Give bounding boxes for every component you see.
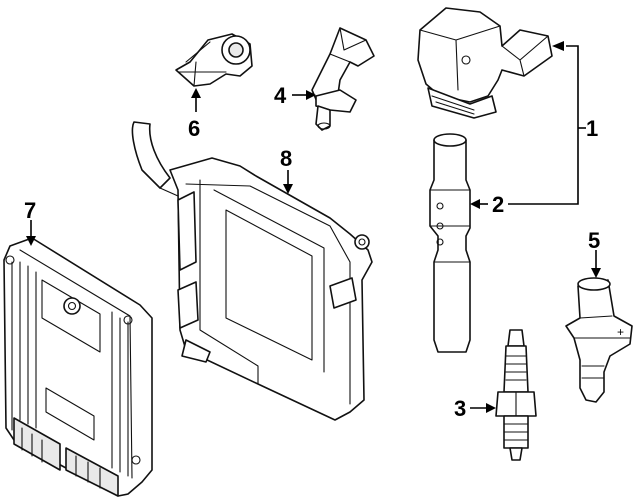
ecu-module-part	[3, 237, 153, 497]
callout-3: 3	[454, 396, 466, 421]
coil-boot-part	[429, 133, 471, 353]
leader-lines	[26, 41, 601, 413]
arrow-1	[552, 41, 564, 51]
arrow-8	[283, 184, 293, 194]
arrow-6	[191, 88, 201, 98]
callout-7: 7	[24, 198, 36, 223]
arrow-2	[470, 199, 480, 209]
arrow-3	[486, 403, 496, 413]
callout-6: 6	[188, 116, 200, 141]
spark-plug-part	[495, 329, 537, 461]
crankshaft-sensor-part: +	[565, 277, 633, 403]
arrow-4	[306, 90, 316, 100]
knock-sensor-part	[175, 33, 253, 87]
arrow-5	[591, 268, 601, 278]
callout-4: 4	[274, 83, 287, 108]
callout-2: 2	[492, 192, 504, 217]
plus-marking: +	[617, 325, 624, 339]
callout-labels: 1 2 3 4 5 6 7 8	[24, 83, 600, 421]
ignition-coil-part	[417, 7, 553, 119]
camshaft-sensor-part	[311, 27, 375, 131]
ecu-bracket-part	[131, 121, 373, 421]
arrow-7	[26, 236, 36, 246]
callout-5: 5	[588, 228, 600, 253]
callout-8: 8	[280, 146, 292, 171]
callout-1: 1	[586, 116, 598, 141]
